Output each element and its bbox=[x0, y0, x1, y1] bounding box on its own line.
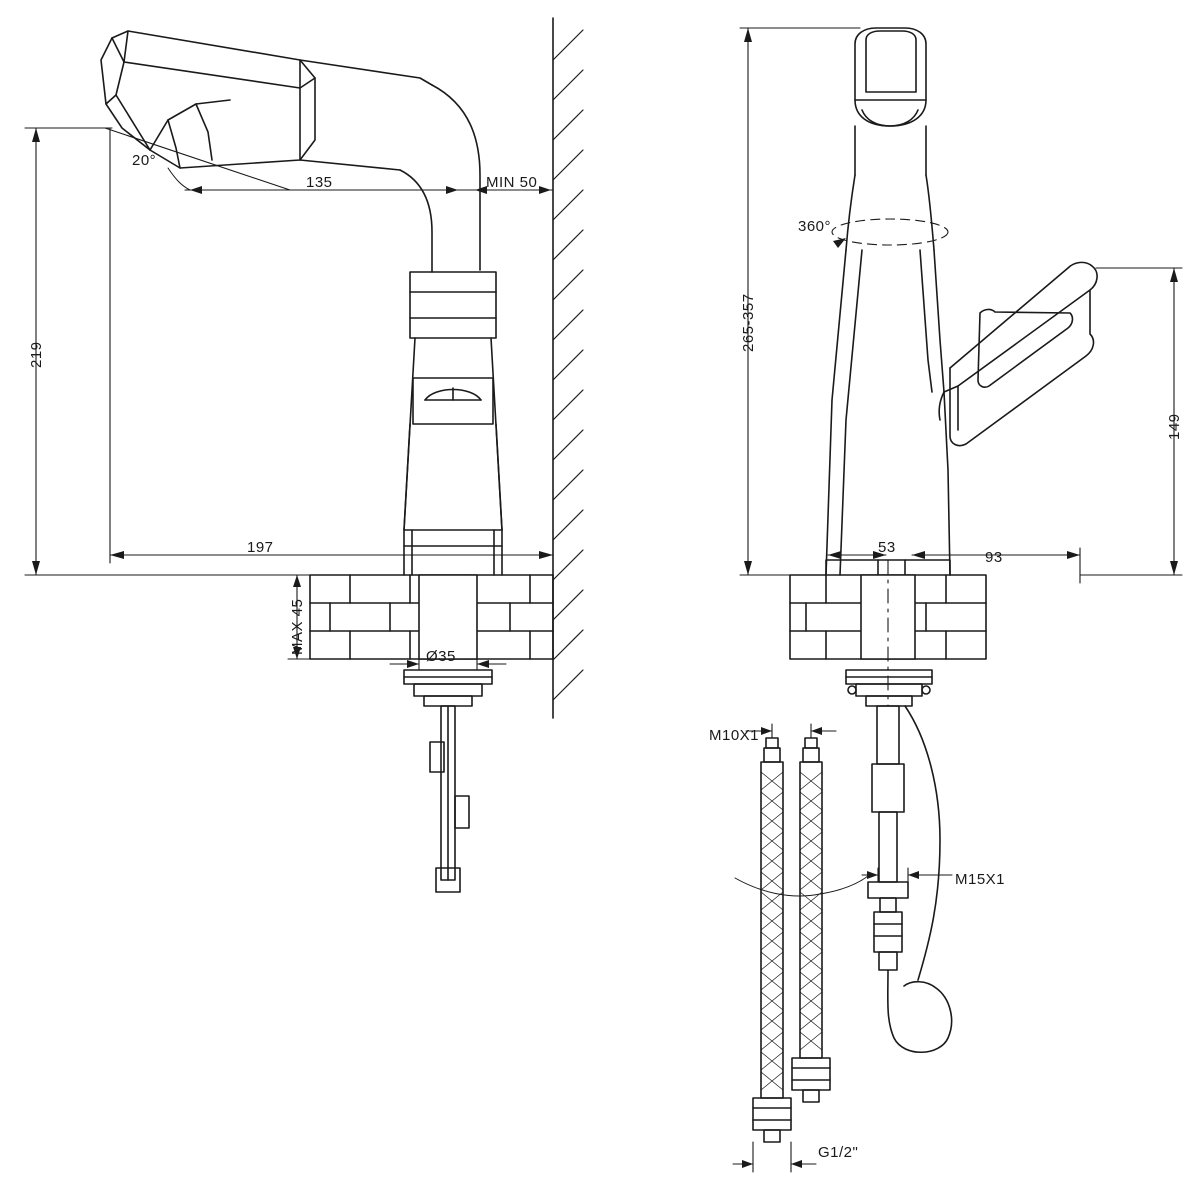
countertop-side bbox=[309, 574, 554, 660]
faucet-front-outline bbox=[825, 27, 1098, 576]
supply-hoses bbox=[752, 737, 831, 1143]
dimension-label-height-total: 219 bbox=[28, 341, 45, 368]
dimension-label-base-left: 53 bbox=[878, 539, 896, 556]
dimensions-front bbox=[732, 27, 1183, 1173]
hose-tie-wire bbox=[734, 875, 869, 897]
dimension-label-thread-m15: M15X1 bbox=[955, 871, 1006, 888]
dimension-label-swivel: 360° bbox=[798, 218, 832, 235]
mounting-hardware-front bbox=[845, 669, 953, 1053]
dimension-label-height-range: 265-357 bbox=[740, 293, 757, 352]
dimensions-side bbox=[24, 127, 554, 671]
dimension-label-min-wall: MIN 50 bbox=[486, 174, 538, 191]
dimension-label-handle-height: 149 bbox=[1166, 413, 1183, 440]
dimension-label-spout-length: 135 bbox=[306, 174, 333, 191]
dimension-label-max-thickness: MAX 45 bbox=[289, 598, 306, 655]
dimension-label-angle: 20° bbox=[132, 152, 157, 169]
hose-braid-texture bbox=[760, 771, 823, 1091]
dimension-label-thread-g12: G1/2" bbox=[818, 1144, 859, 1161]
dimension-label-base-right: 93 bbox=[985, 549, 1003, 566]
mounting-hardware-side bbox=[403, 669, 493, 893]
dimension-label-hole-diameter: Ø35 bbox=[426, 648, 456, 665]
dimension-label-reach: 197 bbox=[247, 539, 274, 556]
faucet-side-outline bbox=[100, 30, 503, 576]
countertop-front bbox=[789, 574, 987, 660]
wall-hatch-left bbox=[552, 29, 584, 701]
dimension-label-thread-m10: M10X1 bbox=[709, 727, 760, 744]
